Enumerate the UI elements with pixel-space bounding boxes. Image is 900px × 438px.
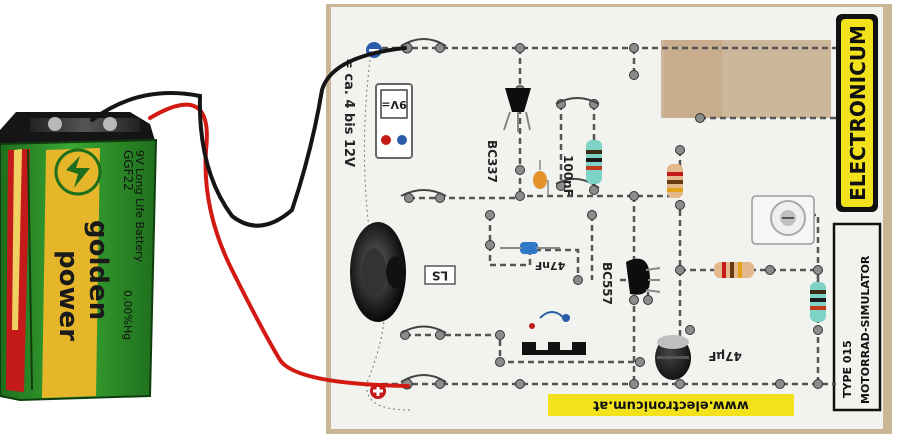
dotted-outline <box>363 59 411 411</box>
website-url: www.electronicum.at <box>593 398 749 413</box>
product-name: MOTORRAD-SIMULATOR <box>859 255 872 404</box>
battery-logo-icon <box>54 148 102 196</box>
spring-wires <box>400 38 600 383</box>
battery-symbol-icon: 9V= <box>375 83 413 159</box>
label-100nf: 100nF <box>561 155 575 197</box>
label-47uf: 47µF <box>708 349 742 363</box>
transistor-bc337[interactable] <box>503 88 531 132</box>
battery-mercury: 0.00%Hg <box>121 290 134 340</box>
brand-logo-text: ELECTRONICUM <box>846 25 870 201</box>
terminal-posts <box>400 42 823 390</box>
capacitor-47uf[interactable] <box>655 335 691 380</box>
red-wire <box>148 102 410 388</box>
type-label: TYPE 015 <box>841 340 854 398</box>
transistor-bc557[interactable] <box>626 258 661 295</box>
potentiometer[interactable] <box>751 195 815 245</box>
speaker-label: LS <box>432 269 448 283</box>
speaker-icon <box>350 222 406 322</box>
label-bc557: BC557 <box>600 262 614 305</box>
label-bc337: BC337 <box>485 140 499 183</box>
battery-spec: 9V Long Life Battery <box>133 150 146 263</box>
battery-brand-line1: golden <box>83 220 113 320</box>
resistor-3[interactable] <box>714 262 754 278</box>
capacitor-100nf[interactable] <box>500 242 560 254</box>
voltage-note: = ca. 4 bis 12V <box>341 58 356 167</box>
resistor-4[interactable] <box>810 282 826 322</box>
battery-model: GGF22 <box>121 150 135 191</box>
circuit-board: ELECTRONICUM TYPE 015 MOTORRAD-SIMULATOR… <box>326 4 892 434</box>
battery-9v: golden power GGF22 9V Long Life Battery … <box>0 112 158 402</box>
resistor-2[interactable] <box>667 164 683 198</box>
resistor-1[interactable] <box>586 140 602 184</box>
battery-brand-line2: power <box>53 250 83 341</box>
svg-text:9V=: 9V= <box>381 98 406 111</box>
capacitor-ceramic[interactable] <box>533 160 549 196</box>
black-wire <box>90 46 407 228</box>
switch-symbol-icon <box>522 311 586 355</box>
label-47nf: 47nF <box>535 259 566 272</box>
